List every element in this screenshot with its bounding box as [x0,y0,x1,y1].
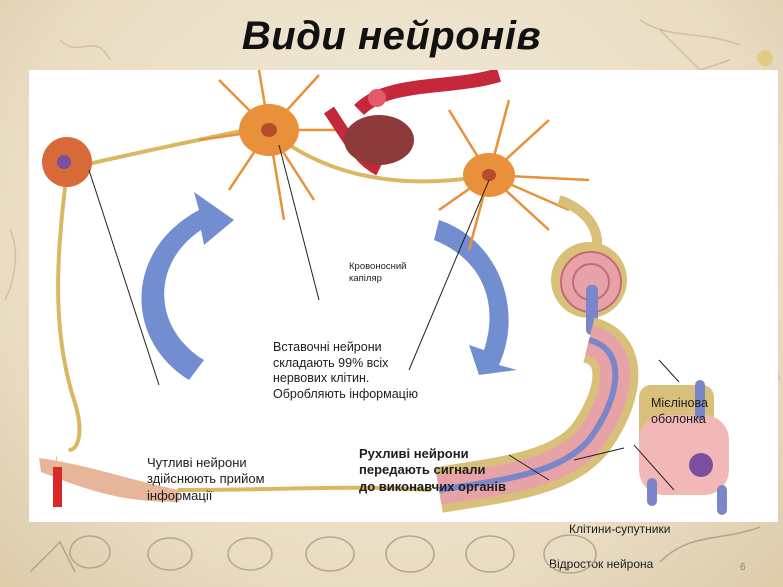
capillary-line1: Кровоносний [349,261,406,273]
myelin-line1: Мієлінова [651,396,708,412]
inter-line1: Вставочні нейрони [273,340,418,356]
capillary [329,75,499,170]
myelin-line2: оболонка [651,412,708,428]
skull-evolution-strip [0,522,783,587]
page-number: 6 [740,562,746,573]
diagram-panel: Чутливі нейрони здійснюють прийом інформ… [29,70,778,522]
sensory-neuron [42,137,92,187]
sensory-line3: інформації [147,488,265,504]
sensory-line2: здійснюють прийом [147,471,265,487]
label-interneurons: Вставочні нейрони складають 99% всіх нер… [273,340,418,403]
label-myelin-sheath: Мієлінова оболонка [651,396,708,427]
motor-line2: передають сигнали [359,462,506,478]
inter-line3: нервових клітин. [273,371,418,387]
inter-line2: складають 99% всіх [273,356,418,372]
motor-line1: Рухливі нейрони [359,446,506,462]
flow-arrow-right [434,220,517,375]
label-sensory-neurons: Чутливі нейрони здійснюють прийом інформ… [147,455,265,504]
capillary-line2: капіляр [349,273,406,285]
inter-line4: Обробляють інформацію [273,387,418,403]
motor-line3: до виконавчих органів [359,479,506,495]
label-motor-neurons: Рухливі нейрони передають сигнали до вик… [359,446,506,495]
flow-arrow-left [141,192,234,380]
label-capillary: Кровоносний капіляр [349,261,406,285]
sensory-line1: Чутливі нейрони [147,455,265,471]
nerve-fibers [58,125,489,490]
